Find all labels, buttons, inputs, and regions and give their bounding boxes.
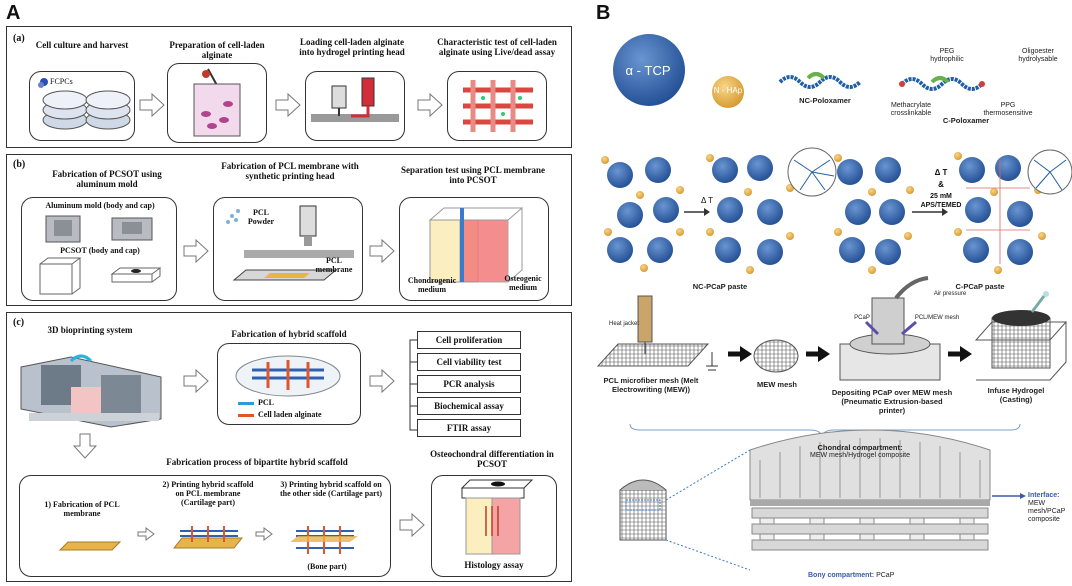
panel-letter-a: A <box>6 2 21 24</box>
step-a2-label: Preparation of cell-laden alginate <box>169 40 265 60</box>
arrow-b2 <box>369 239 395 263</box>
step-a3-label: Loading cell-laden alginate into hydroge… <box>299 37 405 57</box>
peg-label: PEG hydrophilic <box>930 48 964 63</box>
infuse-label: Infuse Hydrogel (Casting) <box>987 386 1045 404</box>
bipartite-label: Fabrication process of bipartite hybrid … <box>166 457 348 467</box>
arrow-a3 <box>417 93 443 117</box>
bony-desc: PCaP <box>876 572 895 579</box>
nc-poloxamer-label: NC-Poloxamer <box>799 96 851 105</box>
section-a-tag: (a) <box>13 33 25 44</box>
step-a4-image <box>447 71 547 141</box>
arrow-a1 <box>139 93 165 117</box>
oligoester-label: Oligoester hydrolysable <box>1018 48 1058 63</box>
step-b3-label: Separation test using PCL membrane into … <box>401 165 545 185</box>
arrow-c2 <box>369 369 395 393</box>
bp-step3-label: 3) Printing hybrid scaffold on the other… <box>279 480 383 498</box>
assay-item: Cell proliferation <box>417 331 521 349</box>
osteo-box: Histology assay <box>431 475 557 577</box>
panel-b-graphics <box>596 34 1072 571</box>
aps-label: 25 mM APS/TEMED <box>920 193 962 209</box>
assay-item: FTIR assay <box>417 419 521 437</box>
hybrid-image: PCL Cell laden alginate <box>217 343 361 425</box>
bp-step1-label: 1) Fabrication of PCL membrane <box>44 500 120 518</box>
delta-t-c: Δ T <box>934 168 948 177</box>
assay-item: Biochemical assay <box>417 397 521 415</box>
section-b-tag: (b) <box>13 159 26 170</box>
arrow-a2 <box>275 93 301 117</box>
delta-t-nc: Δ T <box>700 196 713 205</box>
pcl-membrane-label: PCL membrane <box>315 256 353 274</box>
osteogenic-label: Osteogenic medium <box>504 274 542 292</box>
arrow-b1 <box>183 239 209 263</box>
depositing-label: Depositing PCaP over MEW mesh (Pneumatic… <box>831 388 953 415</box>
step-a2-image <box>167 63 267 143</box>
step-a1-label: Cell culture and harvest <box>35 40 129 50</box>
chondral-desc: MEW mesh/Hydrogel composite <box>810 452 910 459</box>
pcl-powder-label: PCL Powder <box>247 208 275 226</box>
step-a3-image <box>305 71 405 141</box>
mew-mesh-label: MEW mesh <box>756 380 797 389</box>
section-a-box: (a) Cell culture and harvest Preparation… <box>6 26 572 148</box>
assay-list: Cell proliferation Cell viability test P… <box>417 331 521 441</box>
step-b2-image: PCL Powder PCL membrane <box>213 197 363 301</box>
nc-paste-graphic <box>601 147 837 274</box>
c-paste-label: C-PCaP paste <box>955 282 1005 291</box>
air-pressure-label: Air pressure <box>933 291 967 297</box>
assay-item: Cell viability test <box>417 353 521 371</box>
interface-text: Interface: MEW mesh/PCaP composite <box>1028 492 1072 524</box>
methacrylate-label: Methacrylate crosslinkable <box>890 102 932 117</box>
section-b-box: (b) Fabrication of PCSOT using aluminum … <box>6 154 572 306</box>
chondrogenic-label: Chondrogenic medium <box>407 276 457 294</box>
ppg-label: PPG thermosensitive <box>983 102 1033 117</box>
nc-paste-label: NC-PCaP paste <box>692 282 748 291</box>
fcpcs-label: FCPCs <box>50 77 73 86</box>
histology-label: Histology assay <box>464 560 524 570</box>
bioprint-label: 3D bioprinting system <box>47 325 133 335</box>
pcl-micro-label: PCL microfiber mesh (Melt Electrowriting… <box>603 376 699 394</box>
panel-letter-b: B <box>596 2 611 24</box>
bp-step2-label: 2) Printing hybrid scaffold on PCL membr… <box>162 480 254 507</box>
step-a1-image: FCPCs <box>29 71 135 141</box>
bone-part-label: (Bone part) <box>307 562 347 571</box>
osteo-diff-label: Osteochondral differentiation in PCSOT <box>430 449 554 469</box>
arrow-c3 <box>399 513 425 537</box>
interface-desc: MEW mesh/PCaP composite <box>1028 500 1066 523</box>
aluminum-mold-label: Aluminum mold (body and cap) <box>45 201 155 210</box>
c-poloxamer-label: C-Poloxamer <box>942 116 990 125</box>
bipartite-box: 1) Fabrication of PCL membrane 2) Printi… <box>19 475 391 577</box>
c-paste-graphic <box>834 149 1072 274</box>
heat-jacket-label: Heat jacket <box>608 321 639 327</box>
alpha-tcp-label: α - TCP <box>625 63 671 78</box>
n-hap-label: N - HAp <box>713 86 743 95</box>
step-b2-label: Fabrication of PCL membrane with synthet… <box>221 161 359 181</box>
chondral-label: Chondral compartment: <box>817 443 903 452</box>
step-b1-label: Fabrication of PCSOT using aluminum mold <box>52 169 162 189</box>
hybrid-label: Fabrication of hybrid scaffold <box>231 329 347 339</box>
assay-item: PCR analysis <box>417 375 521 393</box>
bony-text: Bony compartment: PCaP <box>808 572 948 579</box>
step-a4-label: Characteristic test of cell-laden algina… <box>437 37 557 57</box>
pcsot-label: PCSOT (body and cap) <box>60 246 140 255</box>
mew-process <box>596 276 1068 381</box>
step-b1-image: Aluminum mold (body and cap) PCSOT (body… <box>21 197 177 301</box>
bioprinter-image <box>20 354 162 428</box>
scaffold-schematic <box>619 429 1026 571</box>
assay-bracket <box>409 339 417 431</box>
amp-label: & <box>938 180 944 189</box>
step-b3-image: Chondrogenic medium Osteogenic medium <box>399 197 549 301</box>
arrow-c1 <box>183 369 209 393</box>
pcap-label: PCaP <box>854 315 870 321</box>
legend-alginate: Cell laden alginate <box>258 410 322 419</box>
arrow-c-down <box>73 433 97 459</box>
bony-label: Bony compartment: <box>808 572 875 579</box>
legend-pcl: PCL <box>258 398 274 407</box>
section-c-box: (c) 3D bioprinting system Fabrication of… <box>6 312 572 582</box>
interface-label: Interface: <box>1028 492 1060 499</box>
pcl-mew-label: PCL/MEW mesh <box>914 315 960 321</box>
section-c-tag: (c) <box>13 317 25 328</box>
